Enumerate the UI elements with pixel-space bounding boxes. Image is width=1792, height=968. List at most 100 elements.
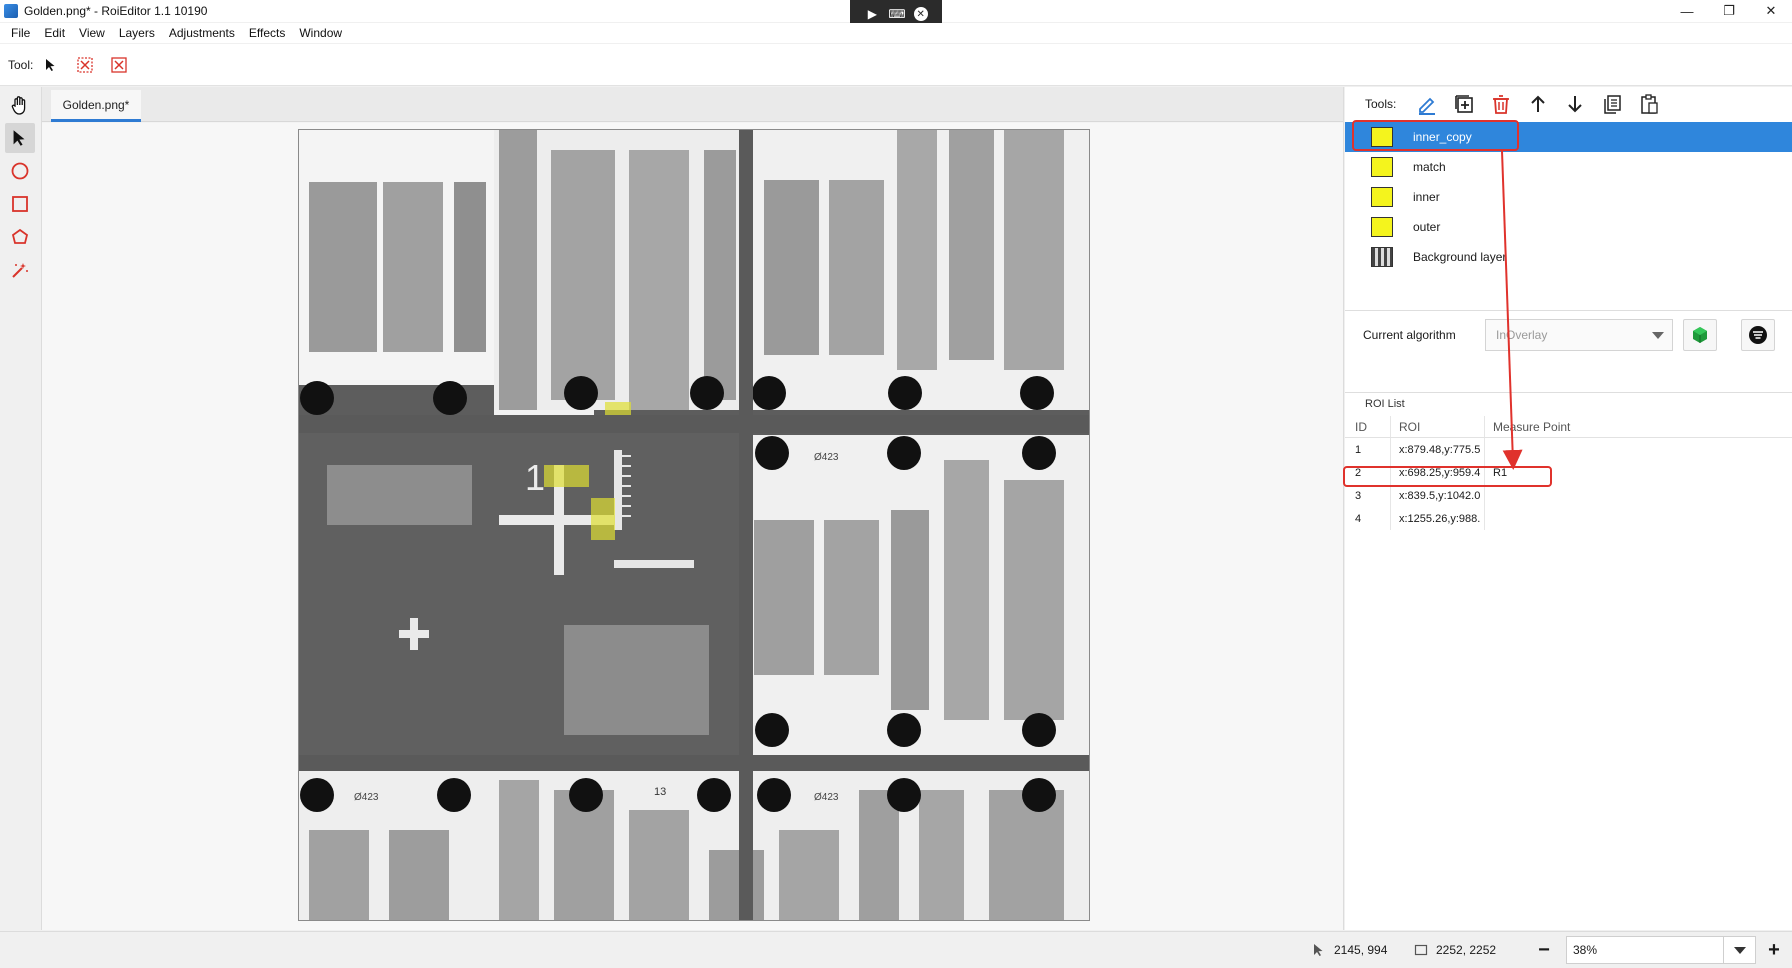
menu-effects[interactable]: Effects: [248, 26, 286, 40]
paste-layer-button[interactable]: [1636, 91, 1662, 117]
layer-color-swatch: [1371, 157, 1393, 177]
roi-list-title: ROI List: [1365, 398, 1405, 410]
layer-tools-label: Tools:: [1365, 97, 1397, 111]
layer-name: inner: [1413, 190, 1440, 204]
polygon-tool-button[interactable]: [5, 222, 35, 252]
image-size: 2252, 2252: [1414, 943, 1496, 957]
delete-selection-icon: [77, 56, 94, 73]
menu-layers[interactable]: Layers: [118, 26, 155, 40]
roi-measure-point: R1: [1493, 466, 1508, 479]
layer-name: outer: [1413, 220, 1441, 234]
cursor-position-value: 2145, 994: [1334, 943, 1388, 957]
minimize-button[interactable]: —: [1680, 3, 1694, 19]
algorithm-settings-button[interactable]: [1741, 319, 1775, 351]
panel-divider: [1345, 310, 1792, 311]
inspection-image[interactable]: 1 Ø423: [299, 130, 1089, 920]
delete-layer-button[interactable]: [1488, 91, 1514, 117]
remove-all-roi-button[interactable]: [107, 53, 131, 77]
algorithm-run-button[interactable]: [1683, 319, 1717, 351]
roi-table: ID ROI Measure Point 1 x:879.48,y:775.5 …: [1345, 416, 1792, 530]
zoom-level-select[interactable]: 38%: [1566, 936, 1756, 964]
window-title: Golden.png* - RoiEditor 1.1 10190: [24, 4, 208, 18]
roi-marker-inner-copy[interactable]: [591, 498, 615, 540]
remove-roi-button[interactable]: [73, 53, 97, 77]
image-digit-one: 1: [525, 457, 545, 498]
zoom-out-button[interactable]: −: [1538, 938, 1550, 961]
roi-coords: x:1255.26,y:988.: [1391, 507, 1485, 530]
keyboard-icon[interactable]: ⌨: [888, 7, 906, 21]
layer-tools-row: Tools:: [1345, 87, 1792, 121]
roi-id: 3: [1345, 484, 1391, 507]
canvas-area[interactable]: 1 Ø423: [42, 123, 1343, 930]
app-icon: [4, 4, 18, 18]
delete-all-icon: [111, 56, 128, 73]
menu-edit[interactable]: Edit: [44, 26, 66, 40]
pointer-tool-indicator[interactable]: [39, 53, 63, 77]
circle-icon: [11, 162, 29, 180]
roi-measure-point: [1485, 484, 1792, 507]
pointer-icon[interactable]: ▶︎: [867, 7, 877, 21]
roi-coords: x:698.25,y:959.4: [1391, 461, 1485, 484]
layer-list: inner_copy match inner outer Background …: [1345, 122, 1792, 267]
roi-list-section: ROI List ID ROI Measure Point 1 x:879.48…: [1345, 392, 1792, 930]
copy-layer-button[interactable]: [1599, 91, 1625, 117]
document-workspace: Golden.png*: [41, 87, 1344, 930]
circle-tool-button[interactable]: [5, 156, 35, 186]
roi-measure-point: [1485, 438, 1792, 461]
table-row[interactable]: 1 x:879.48,y:775.5: [1345, 438, 1792, 461]
table-row[interactable]: 4 x:1255.26,y:988.: [1345, 507, 1792, 530]
filter-list-icon: [1749, 326, 1767, 344]
pointer-icon: [46, 58, 55, 71]
cursor-icon: [1314, 944, 1323, 956]
hand-tool-button[interactable]: [5, 90, 35, 120]
column-header-id[interactable]: ID: [1345, 416, 1391, 437]
chevron-down-icon: [1733, 946, 1746, 954]
zoom-dropdown-button[interactable]: [1723, 937, 1755, 963]
polygon-icon: [11, 228, 29, 244]
roi-coords: x:879.48,y:775.5: [1391, 438, 1485, 461]
rectangle-tool-button[interactable]: [5, 189, 35, 219]
select-tool-button[interactable]: [5, 123, 35, 153]
column-header-roi[interactable]: ROI: [1391, 416, 1485, 437]
roi-id: 4: [1345, 507, 1391, 530]
menu-view[interactable]: View: [79, 26, 105, 40]
add-layer-button[interactable]: [1451, 91, 1477, 117]
menu-bar: File Edit View Layers Adjustments Effect…: [0, 23, 1792, 43]
move-layer-down-button[interactable]: [1562, 91, 1588, 117]
pencil-icon: [1419, 97, 1436, 115]
menu-window[interactable]: Window: [299, 26, 343, 40]
window-controls: — ❐ ✕: [1666, 0, 1792, 22]
roi-table-header: ID ROI Measure Point: [1345, 416, 1792, 438]
layer-color-swatch: [1371, 127, 1393, 147]
table-row[interactable]: 2 x:698.25,y:959.4 R1: [1345, 461, 1792, 484]
hand-icon: [11, 96, 26, 115]
roi-marker-inner[interactable]: [544, 465, 589, 487]
menu-adjustments[interactable]: Adjustments: [168, 26, 235, 40]
column-header-measure-point[interactable]: Measure Point: [1493, 419, 1571, 434]
roi-id: 1: [1345, 438, 1391, 461]
close-icon[interactable]: ✕: [913, 7, 928, 21]
panel-divider: [1345, 392, 1792, 393]
tab-strip: Golden.png*: [42, 87, 1343, 122]
layer-row-outer[interactable]: outer: [1345, 212, 1792, 242]
zoom-in-button[interactable]: +: [1768, 938, 1780, 961]
layer-row-inner[interactable]: inner: [1345, 182, 1792, 212]
image-mark-13: 13: [654, 786, 666, 798]
tab-golden-png[interactable]: Golden.png*: [51, 90, 141, 122]
maximize-button[interactable]: ❐: [1723, 3, 1735, 18]
pointer-icon: [13, 130, 25, 146]
close-button[interactable]: ✕: [1765, 3, 1777, 18]
table-row[interactable]: 3 x:839.5,y:1042.0: [1345, 484, 1792, 507]
image-label-a: Ø423: [814, 452, 839, 463]
move-layer-up-button[interactable]: [1525, 91, 1551, 117]
magic-wand-tool-button[interactable]: [5, 255, 35, 285]
layer-row-inner-copy[interactable]: inner_copy: [1345, 122, 1792, 152]
menu-file[interactable]: File: [11, 26, 31, 40]
edit-layer-button[interactable]: [1414, 91, 1440, 117]
image-label-c: Ø423: [814, 792, 839, 803]
layer-row-match[interactable]: match: [1345, 152, 1792, 182]
layer-row-background[interactable]: Background layer: [1345, 242, 1792, 272]
image-canvas[interactable]: 1 Ø423: [298, 129, 1090, 921]
algorithm-select[interactable]: InOverlay: [1485, 319, 1673, 351]
layer-name: match: [1413, 160, 1446, 174]
